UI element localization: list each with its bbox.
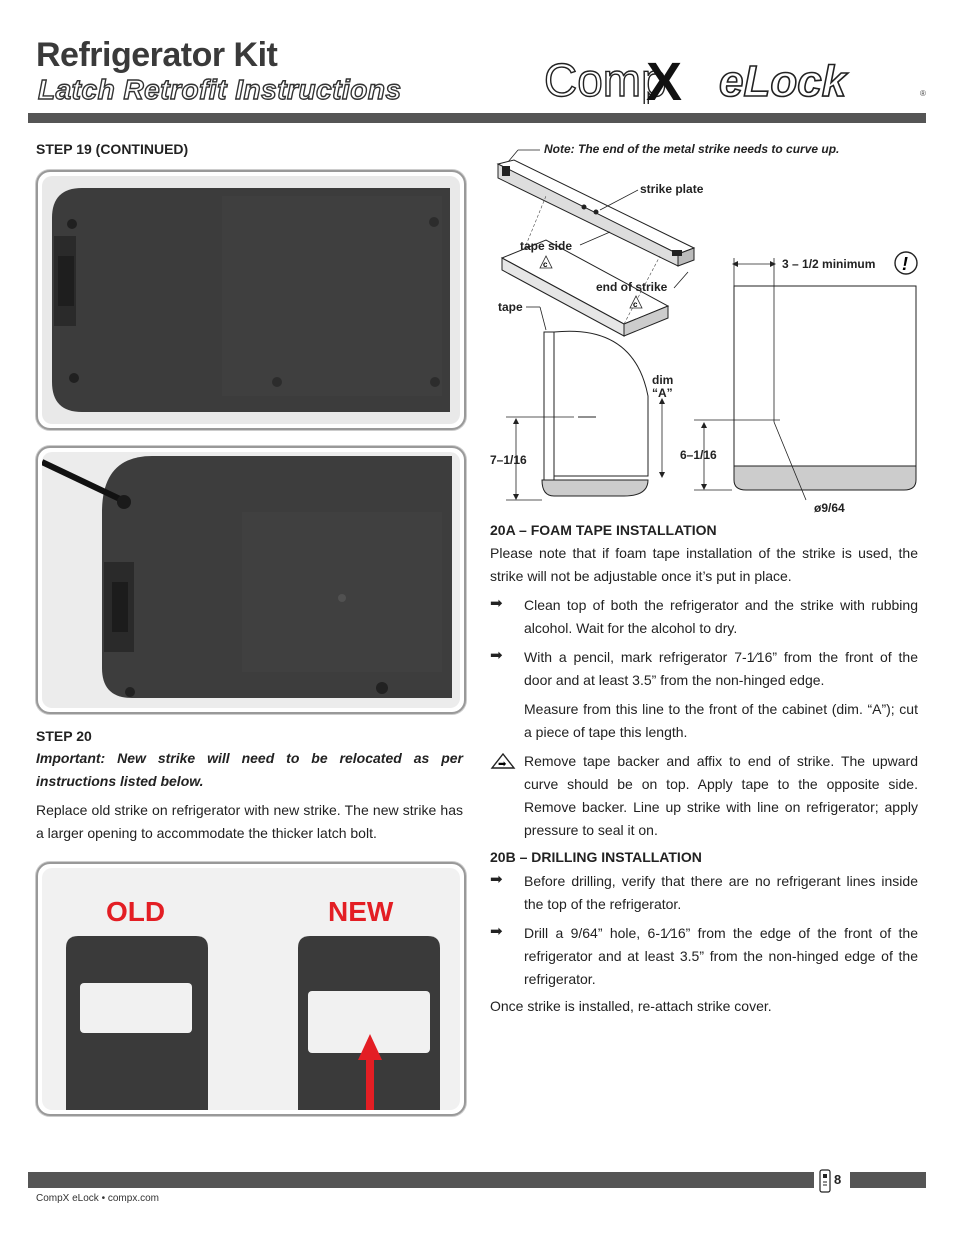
label-end-of-strike: end of strike <box>596 280 668 294</box>
diagram-note: Note: The end of the metal strike needs … <box>544 142 839 156</box>
lock-icon <box>819 1169 831 1193</box>
arrow-right-icon: ➡ <box>490 923 503 940</box>
document-title: Refrigerator Kit <box>36 36 278 74</box>
photo-strike-cover-top <box>36 170 466 430</box>
label-old: OLD <box>106 896 166 927</box>
step20-heading: STEP 20 <box>36 728 92 744</box>
label-tape: tape <box>498 300 523 314</box>
label-hole-size: ø9/64 <box>814 501 845 515</box>
section-20a-bullet-2-continued: Measure from this line to the front of t… <box>524 701 918 740</box>
arrow-right-icon: ➡ <box>490 595 503 612</box>
warning-icon <box>894 251 918 275</box>
logo-elock-text: eLock <box>719 57 849 104</box>
section-20b-bullet-2: ➡ Drill a 9/64” hole, 6-1⁄16” from the e… <box>490 923 918 987</box>
section-20b-closing: Once strike is installed, re-attach stri… <box>490 998 772 1014</box>
label-new: NEW <box>328 896 394 927</box>
logo-x-text: X <box>646 52 682 104</box>
page-number: 8 <box>834 1172 842 1187</box>
photo-old-new-strike: OLD NEW <box>36 862 466 1116</box>
warning-symbol: ! <box>902 254 908 274</box>
footer-text: CompX eLock • compx.com <box>36 1193 159 1204</box>
footer-divider-bar-left <box>28 1172 814 1188</box>
svg-text:➡: ➡ <box>498 759 507 770</box>
footer-divider-bar-right <box>850 1172 926 1188</box>
section-20a-bullet-2: ➡ With a pencil, mark refrigerator 7-1⁄1… <box>490 647 918 688</box>
header-divider-bar <box>28 113 926 123</box>
logo-registered-mark: ® <box>920 89 926 98</box>
arrow-right-icon: ➡ <box>490 871 503 888</box>
label-dim-7-1-16: 7–1/16 <box>490 453 527 467</box>
section-20a-bullet-3: ➡ Remove tape backer and affix to end of… <box>490 750 918 842</box>
c-mark-end-of-strike: c <box>633 300 638 309</box>
label-dim-a-line1: dim <box>652 373 673 387</box>
label-tape-side: tape side <box>520 239 572 253</box>
compx-elock-logo: Comp X eLock ® <box>543 52 928 112</box>
warning-arrow-icon: ➡ <box>490 752 516 770</box>
arrow-right-icon: ➡ <box>490 647 503 664</box>
red-arrow-head <box>358 1034 382 1060</box>
section-20b-bullet-1: ➡ Before drilling, verify that there are… <box>490 871 918 912</box>
label-strike-plate: strike plate <box>640 182 704 196</box>
section-20a-bullet-1: ➡ Clean top of both the refrigerator and… <box>490 595 918 636</box>
label-minimum: 3 – 1/2 minimum <box>782 257 875 271</box>
logo-comp-text: Comp <box>544 54 667 104</box>
step20-important-note: Important: New strike will need to be re… <box>36 750 463 789</box>
red-arrow-shaft <box>366 1056 374 1110</box>
section-20b-heading: 20B – DRILLING INSTALLATION <box>490 849 702 865</box>
label-dim-6-1-16: 6–1/16 <box>680 448 717 462</box>
step20-body-text: Replace old strike on refrigerator with … <box>36 802 463 841</box>
c-mark-tape-side: c <box>543 260 548 269</box>
photo-removing-screw <box>36 446 466 714</box>
section-20a-heading: 20A – FOAM TAPE INSTALLATION <box>490 522 717 538</box>
label-dim-a-line2: “A” <box>652 386 673 400</box>
strike-installation-diagram: Note: The end of the metal strike needs … <box>490 142 918 515</box>
section-20a-intro: Please note that if foam tape installati… <box>490 545 918 584</box>
step19-heading: STEP 19 (CONTINUED) <box>36 141 189 157</box>
document-subtitle: Latch Retrofit Instructions <box>37 73 402 105</box>
